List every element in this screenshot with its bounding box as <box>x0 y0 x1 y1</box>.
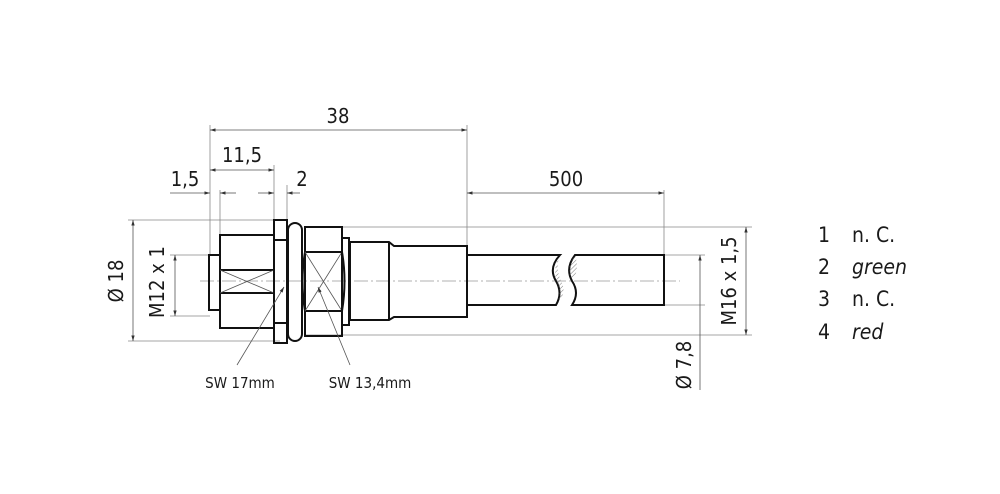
extension-lines <box>128 125 752 342</box>
contact-insert <box>208 254 221 311</box>
pin-label: green <box>852 255 907 279</box>
flange-nut <box>273 219 288 344</box>
pin-label: red <box>852 320 884 344</box>
dim-thread-length: 11,5 <box>222 143 262 167</box>
pin-legend: 1 n. C. 2 green 3 n. C. 4 red <box>818 223 907 344</box>
dim-front-thread: M12 x 1 <box>145 246 169 318</box>
dim-rear-thread: M16 x 1,5 <box>717 236 741 325</box>
dim-flange-width: 2 <box>296 167 307 191</box>
rear-housing <box>349 241 468 321</box>
callout-sw134: SW 13,4mm <box>329 374 412 392</box>
pin-label: n. C. <box>852 223 895 247</box>
dim-front-offset: 1,5 <box>171 167 200 191</box>
dim-cable-diameter: Ø 7,8 <box>672 341 696 389</box>
pin-number: 1 <box>818 223 830 247</box>
pin-label: n. C. <box>852 287 895 311</box>
callout-sw17: SW 17mm <box>205 374 275 392</box>
dim-outer-diameter: Ø 18 <box>104 260 128 303</box>
pin-number: 3 <box>818 287 830 311</box>
cable <box>467 254 665 306</box>
o-ring <box>287 222 303 342</box>
connector-body <box>208 219 468 344</box>
pin-number: 2 <box>818 255 830 279</box>
leader-sw134 <box>317 286 351 366</box>
dimension-lines <box>131 128 748 390</box>
leader-sw17 <box>236 286 285 366</box>
dim-cable-length: 500 <box>549 167 583 191</box>
pin-number: 4 <box>818 320 830 344</box>
dim-overall-length: 38 <box>327 104 350 128</box>
